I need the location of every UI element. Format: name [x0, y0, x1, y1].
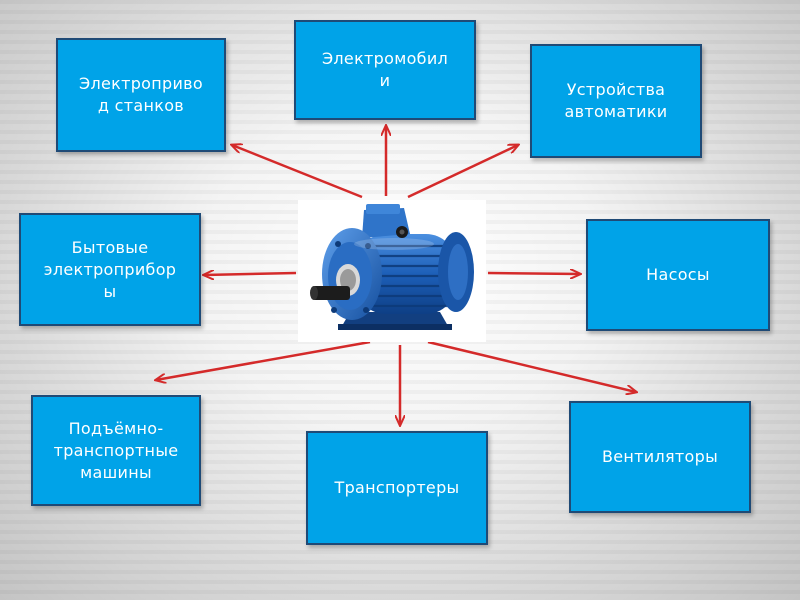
node-household: Бытовые электроприбор ы [19, 213, 201, 326]
arrow-to-household [204, 273, 297, 275]
arrow-to-pumps [487, 273, 580, 274]
node-automation: Устройства автоматики [530, 44, 702, 158]
node-machine-drive-label: Электроприво д станков [78, 74, 203, 115]
arrow-to-fans [427, 340, 636, 392]
node-machine-drive: Электроприво д станков [56, 38, 226, 152]
node-fans: Вентиляторы [569, 401, 751, 513]
electric-motor-icon [310, 204, 474, 330]
arrow-to-automation [407, 145, 518, 199]
arrow-to-machine-drive [232, 145, 363, 199]
node-pumps-label: Насосы [646, 265, 710, 284]
node-automation-label: Устройства автоматики [564, 80, 668, 121]
node-conveyors: Транспортеры [306, 431, 488, 545]
node-lifting: Подъёмно- транспортные машины [31, 395, 201, 506]
arrow-to-lifting [156, 340, 371, 380]
center-motor-image [298, 200, 486, 342]
node-conveyors-label: Транспортеры [334, 478, 460, 497]
node-fans-label: Вентиляторы [601, 447, 719, 466]
node-pumps: Насосы [586, 219, 770, 331]
node-electric-cars-label: Электромобил и [321, 49, 449, 90]
node-electric-cars: Электромобил и [294, 20, 476, 120]
node-household-label: Бытовые электроприбор ы [43, 237, 177, 301]
node-lifting-label: Подъёмно- транспортные машины [53, 418, 179, 482]
